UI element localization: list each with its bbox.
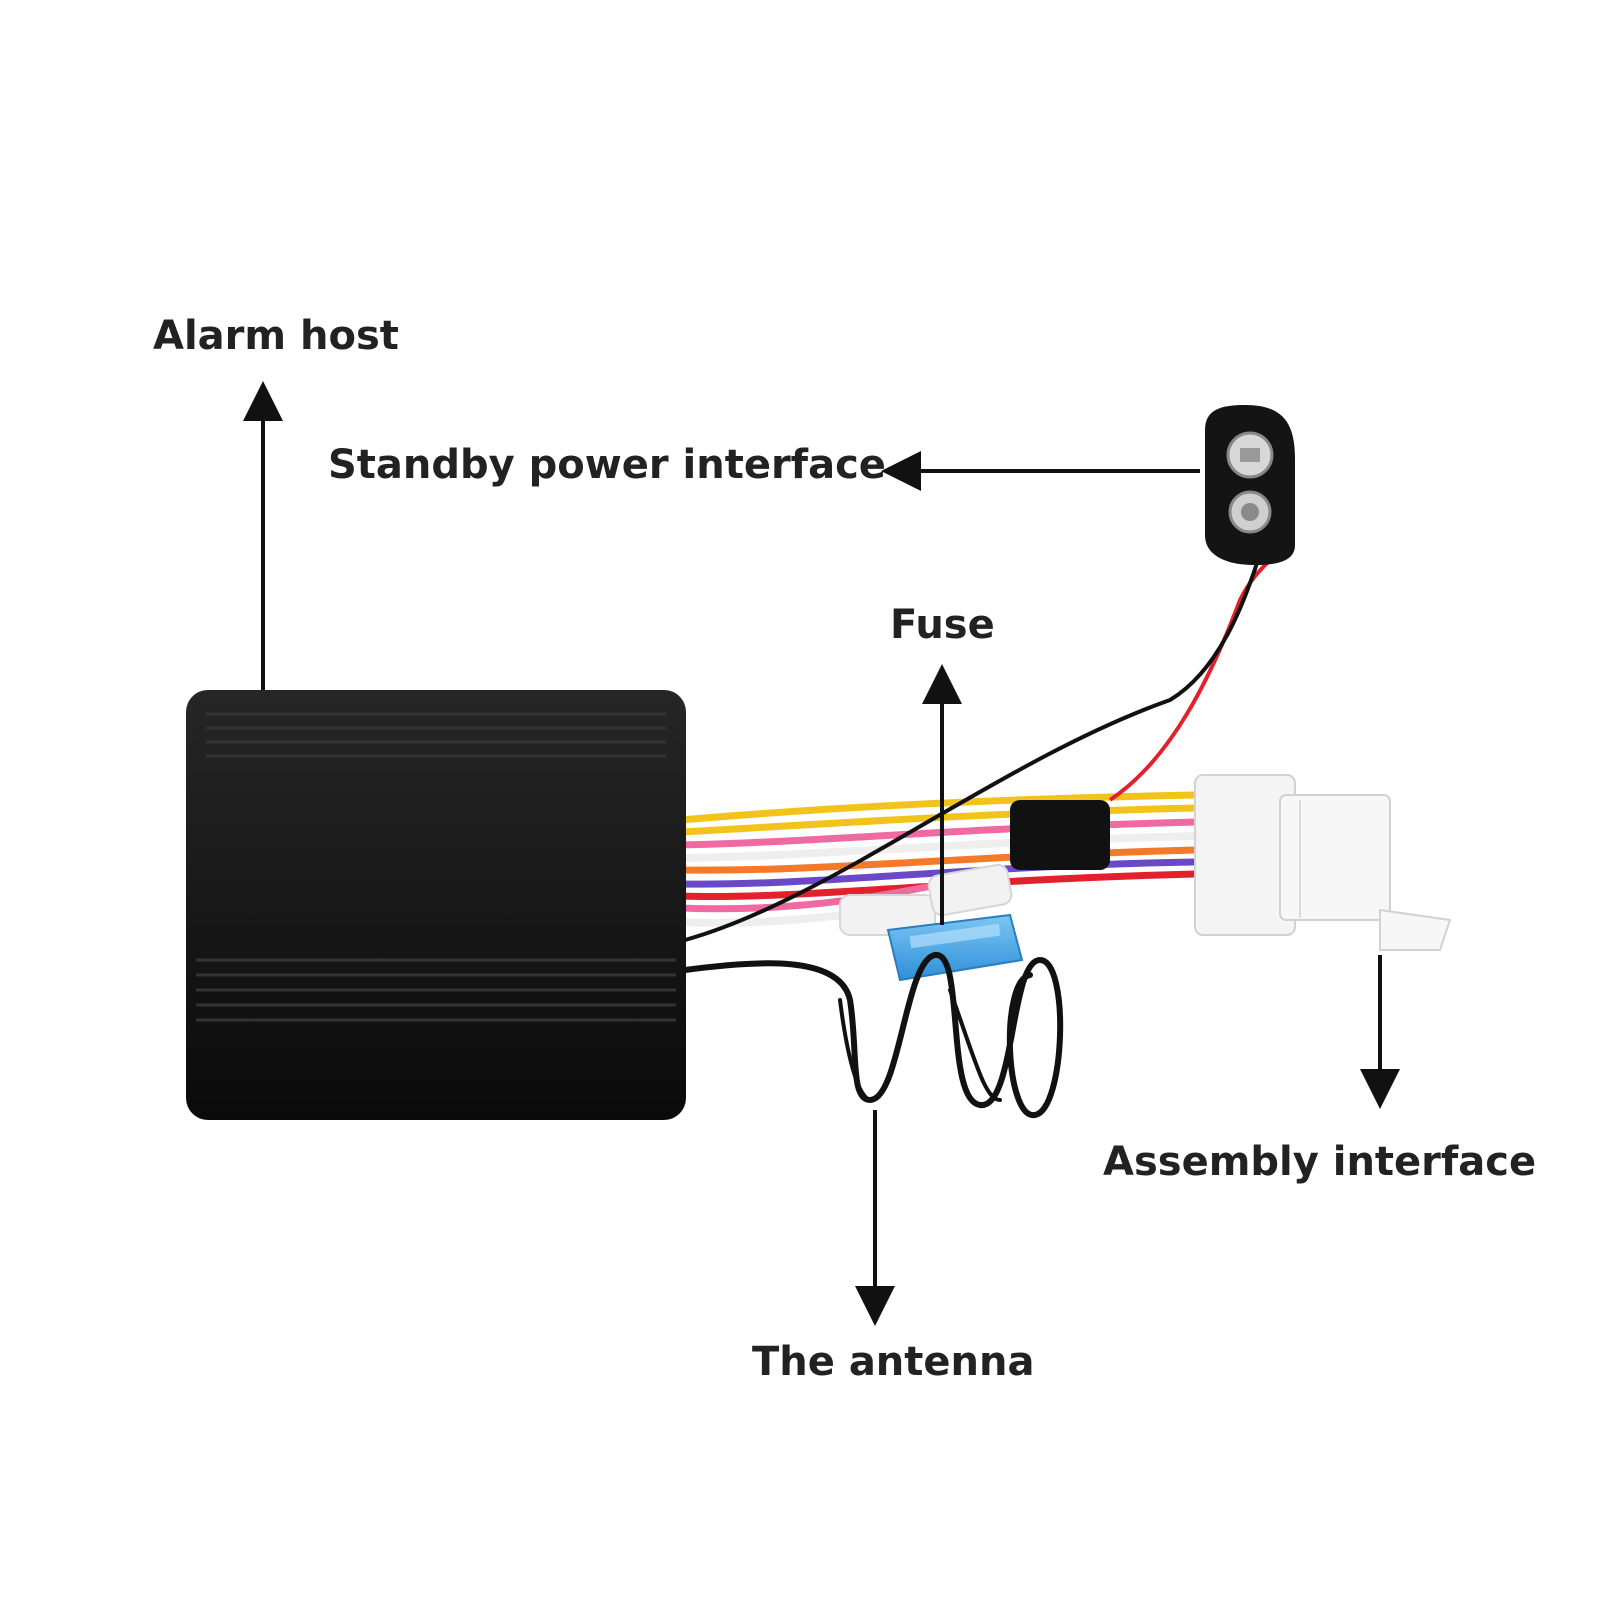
alarm-host-housing xyxy=(186,690,686,1120)
label-alarm-host: Alarm host xyxy=(153,313,399,359)
callout-arrows xyxy=(243,381,1400,1326)
assembly-connector xyxy=(1194,774,1452,951)
wire-harness xyxy=(679,558,1272,942)
battery-snap-connector xyxy=(1205,405,1295,565)
label-antenna: The antenna xyxy=(752,1339,1034,1385)
fuse-holder xyxy=(839,863,1013,936)
label-assembly: Assembly interface xyxy=(1103,1139,1536,1185)
antenna-coil xyxy=(682,952,1064,1118)
label-standby-power: Standby power interface xyxy=(328,442,886,488)
label-fuse: Fuse xyxy=(890,602,995,648)
